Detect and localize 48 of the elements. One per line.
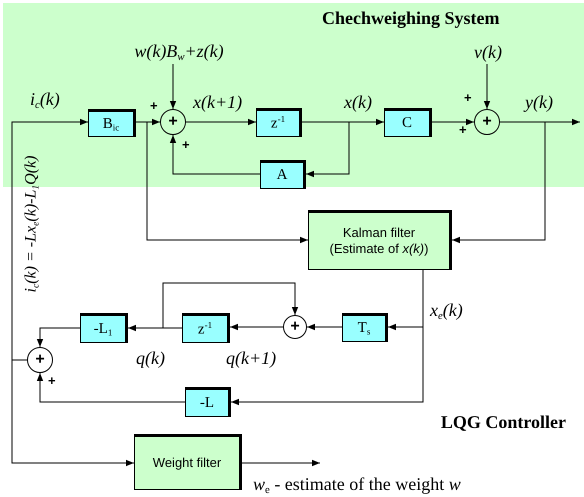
arrow (12, 360, 134, 466)
plus-sign: + (464, 90, 472, 105)
block-box: B$_{ic}$ (88, 109, 136, 137)
arrow (484, 64, 490, 110)
edge-label: q(k+1) (226, 348, 276, 369)
signal-label: w(k)B$_{w}$+z(k) (118, 40, 240, 64)
summing-junction: + (474, 109, 500, 135)
summing-junction: + (27, 347, 53, 373)
block-box: z$^{-1}$ (182, 313, 230, 343)
arrow (230, 324, 284, 330)
block-box: -L$_{1}$ (80, 313, 128, 343)
arrow (36, 372, 186, 402)
arrow (432, 118, 474, 126)
arrow (302, 122, 350, 178)
arrow (230, 270, 424, 406)
block-box: z$^{-1}$ (256, 108, 302, 137)
plus-sign: + (459, 122, 467, 137)
summing-junction: + (160, 109, 186, 135)
system-band (3, 3, 584, 187)
arrow (306, 324, 342, 330)
arrow (186, 118, 256, 126)
plus-sign: + (150, 98, 158, 113)
edge-label: y(k) (525, 92, 553, 113)
section-title: LQG Controller (440, 412, 566, 433)
plus-sign: + (48, 373, 56, 388)
block-box: -L (185, 387, 231, 417)
edge-label: x(k) (344, 92, 372, 113)
system-title: Chechweighing System (322, 8, 500, 29)
summing-junction: + (283, 315, 307, 339)
arrow (452, 122, 546, 244)
block-box: T$_{s}$ (342, 313, 388, 342)
arrow (12, 118, 88, 360)
block-box: A (260, 160, 306, 189)
edge-label: q(k) (136, 348, 165, 369)
edge-label: x$_{e}$(k) (430, 300, 463, 322)
arrow (170, 64, 176, 110)
edge-label: i$_{c}$(k) (30, 89, 60, 112)
arrow (242, 460, 320, 466)
edge-label: w$_{e}$ - estimate of the weight w (253, 474, 461, 496)
filter-box: Kalman filter (Estimate of x(k)) (308, 210, 452, 270)
arrow (162, 282, 298, 328)
edge-label: x(k+1) (193, 92, 242, 113)
arrow (36, 328, 80, 348)
signal-label: v(k) (470, 40, 506, 64)
block-box: C (384, 108, 432, 137)
arrow (170, 134, 260, 174)
plus-sign: + (182, 137, 190, 152)
filter-box: Weight filter (134, 434, 242, 490)
